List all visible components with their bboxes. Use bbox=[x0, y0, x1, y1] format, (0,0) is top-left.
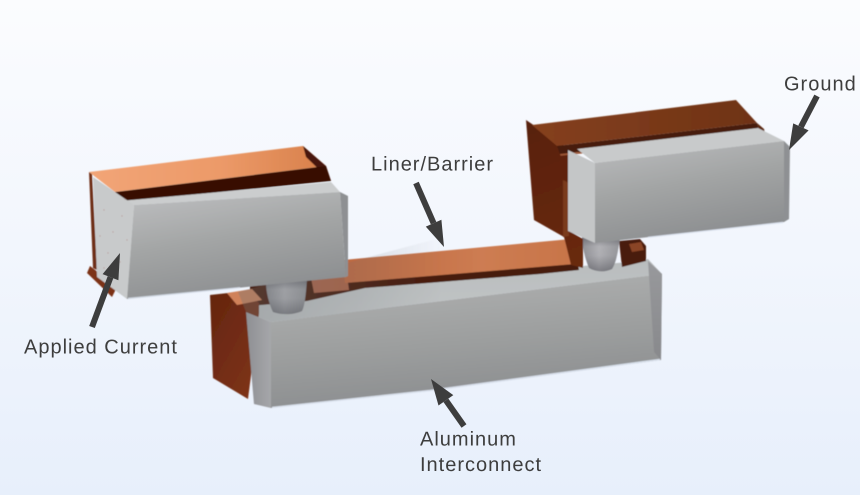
svg-text:Interconnect: Interconnect bbox=[420, 454, 542, 476]
svg-text:Applied Current: Applied Current bbox=[24, 337, 178, 359]
svg-text:Liner/Barrier: Liner/Barrier bbox=[371, 154, 494, 176]
svg-text:Aluminum: Aluminum bbox=[420, 429, 517, 451]
svg-text:Ground: Ground bbox=[784, 74, 857, 96]
